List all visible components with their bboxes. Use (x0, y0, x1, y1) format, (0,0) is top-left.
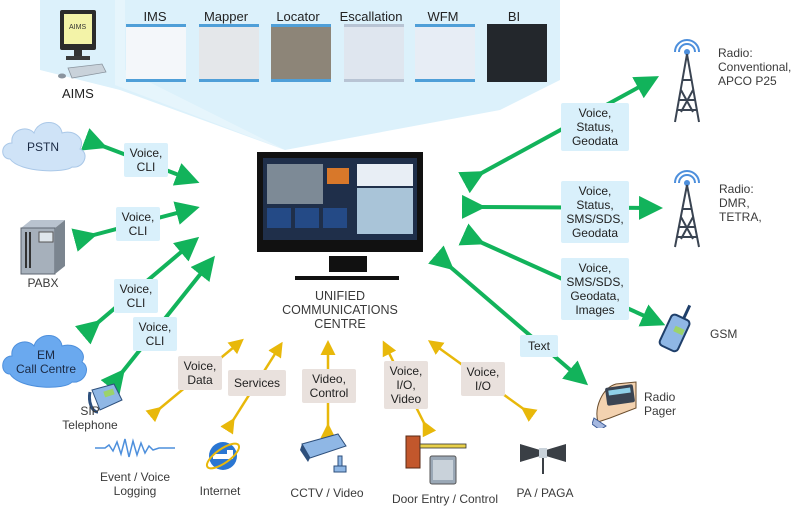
pager-in-hand-icon (591, 381, 637, 431)
radio-dmr-link-label: Voice, Status, SMS/SDS, Geodata (561, 181, 629, 243)
radio-pager-label: Radio Pager (644, 390, 677, 418)
cctv-link-label: Video, Control (302, 369, 356, 403)
monitor-icon (257, 152, 423, 281)
radio-tower-icon (674, 39, 700, 123)
radio-conventional-node[interactable]: Radio: Conventional, APCO P25 (665, 30, 800, 130)
cloud-icon (2, 122, 86, 172)
pabx-server-icon (20, 220, 65, 275)
internet-link-label: Services (228, 370, 286, 396)
radio-conventional-link-label: Voice, Status, Geodata (561, 103, 629, 151)
aims-label: AIMS (62, 86, 94, 101)
radio-dmr-label: Radio: DMR, TETRA, (719, 182, 762, 224)
pstn-node[interactable]: PSTN (0, 115, 90, 175)
app-screenshot-thumbnail (344, 24, 404, 82)
aims-screen-text: AIMS (69, 24, 87, 31)
event-voice-logging-label: Event / Voice Logging (99, 470, 171, 498)
handheld-radio-icon (658, 304, 692, 353)
app-title: IMS (143, 9, 167, 24)
app-title: Escallation (339, 9, 403, 24)
unified-communications-centre[interactable]: UNIFIED COMMUNICATIONS CENTRE (255, 150, 455, 340)
arrow-radio-pager (428, 245, 589, 386)
event-voice-logging-node[interactable]: Event / Voice Logging (90, 436, 180, 506)
pa-paga-label: PA / PAGA (516, 486, 574, 500)
radio-pager-link-label: Text (520, 335, 558, 357)
app-title: BI (507, 9, 521, 24)
door-entry-link-label: Voice, I/O, Video (384, 361, 428, 409)
pstn-label: PSTN (26, 140, 59, 154)
app-screenshot-thumbnail (126, 24, 186, 82)
loudspeaker-horn-icon (520, 444, 566, 474)
gsm-link-label: Voice, SMS/SDS, Geodata, Images (561, 258, 629, 320)
desktop-computer-icon (58, 10, 107, 79)
app-screenshot-thumbnail (487, 24, 547, 82)
waveform-icon (95, 438, 175, 458)
radio-tower-icon (674, 170, 700, 248)
app-title: WFM (427, 9, 459, 24)
door-entry-node[interactable]: Door Entry / Control (380, 432, 510, 510)
em-call-centre-node[interactable]: EM Call Centre (0, 330, 90, 390)
pstn-link-label: Voice, CLI (124, 143, 168, 177)
event-logging-link-label: Voice, Data (178, 356, 222, 390)
sip-telephone-label: SIP Telephone (62, 404, 118, 432)
pabx-link-label: Voice, CLI (116, 207, 160, 241)
door-entry-label: Door Entry / Control (391, 492, 499, 506)
internet-node[interactable]: Internet (195, 436, 255, 501)
pa-paga-link-label: Voice, I/O (461, 362, 505, 396)
internet-explorer-icon (205, 442, 241, 470)
cctv-node[interactable]: CCTV / Video (282, 430, 372, 500)
app-title: Locator (276, 9, 320, 24)
aims-node[interactable]: AIMS AIMS (50, 8, 120, 101)
center-label: UNIFIED COMMUNICATIONS CENTRE (282, 289, 398, 331)
em-call-centre-label: EM Call Centre (15, 348, 77, 376)
em-call-centre-link-label: Voice, CLI (114, 279, 158, 313)
gsm-node[interactable]: GSM (655, 302, 755, 362)
barrier-keypad-icon (405, 435, 467, 485)
radio-dmr-node[interactable]: Radio: DMR, TETRA, (665, 165, 800, 255)
app-screenshot-thumbnail (271, 24, 331, 82)
pabx-label: PABX (27, 276, 59, 290)
cloud-icon (2, 335, 87, 388)
app-title: Mapper (203, 9, 249, 24)
pabx-node[interactable]: PABX (15, 218, 75, 293)
cctv-camera-icon (300, 433, 347, 473)
internet-label: Internet (199, 484, 241, 498)
gsm-label: GSM (710, 327, 738, 341)
pa-paga-node[interactable]: PA / PAGA (510, 440, 580, 500)
sip-telephone-link-label: Voice, CLI (133, 317, 177, 351)
cctv-label: CCTV / Video (290, 486, 364, 500)
radio-conventional-label: Radio: Conventional, APCO P25 (718, 46, 792, 88)
radio-pager-node[interactable]: Radio Pager (591, 378, 722, 438)
sip-telephone-node[interactable]: SIP Telephone (50, 382, 130, 437)
app-screenshot-thumbnail (415, 24, 475, 82)
telephone-icon (88, 383, 123, 414)
app-screenshot-thumbnail (199, 24, 259, 82)
